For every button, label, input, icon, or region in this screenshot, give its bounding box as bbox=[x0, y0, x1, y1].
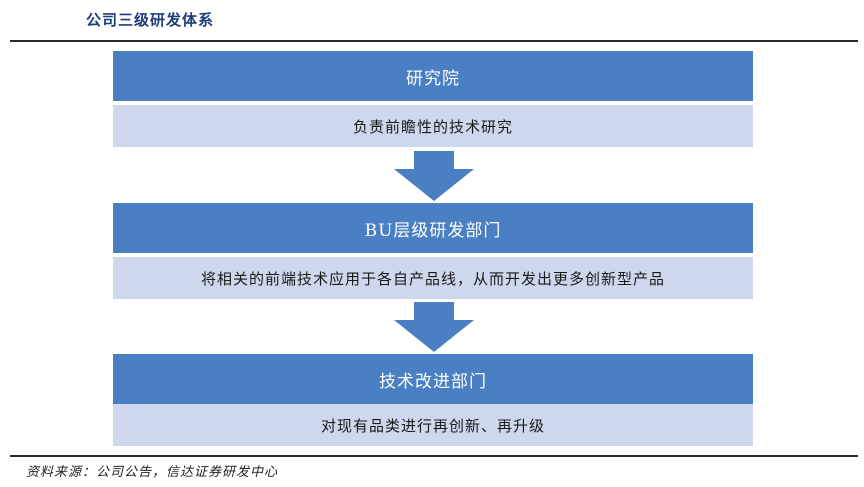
stage-1-description: 负责前瞻性的技术研究 bbox=[113, 105, 753, 147]
figure-title: 公司三级研发体系 bbox=[86, 11, 215, 29]
stage-3-description: 对现有品类进行再创新、再升级 bbox=[113, 404, 753, 446]
stage-1-header: 研究院 bbox=[113, 51, 753, 101]
bottom-rule bbox=[10, 455, 858, 457]
stage-3-header: 技术改进部门 bbox=[113, 354, 753, 404]
down-arrow-icon bbox=[394, 151, 474, 201]
down-arrow-icon bbox=[394, 302, 474, 352]
title-rule bbox=[10, 40, 858, 42]
stage-2-header: BU层级研发部门 bbox=[113, 203, 753, 253]
stage-2-description: 将相关的前端技术应用于各自产品线，从而开发出更多创新型产品 bbox=[113, 257, 753, 299]
source-note: 资料来源：公司公告，信达证券研发中心 bbox=[26, 465, 279, 480]
